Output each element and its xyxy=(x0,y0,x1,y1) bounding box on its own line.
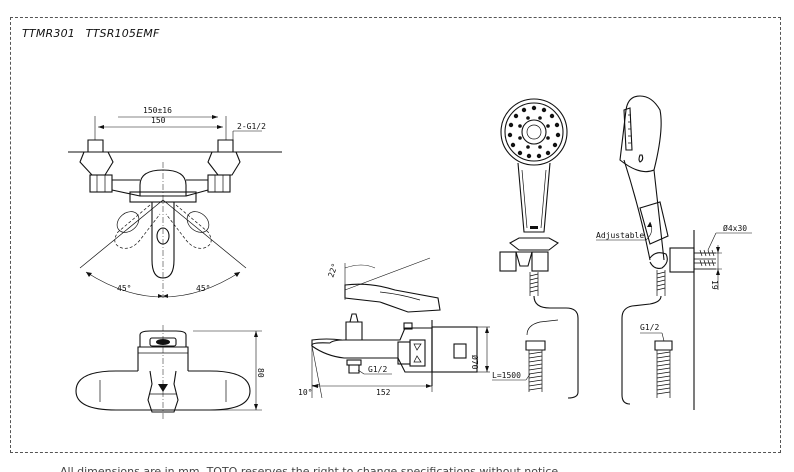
drawing-frame xyxy=(10,17,781,453)
screw-label: Ø4x30 xyxy=(723,223,747,233)
lever-rotated-right xyxy=(165,204,212,249)
outlet-label: G1/2 xyxy=(368,365,387,374)
side-spout xyxy=(311,338,343,346)
side-lever-post xyxy=(345,321,363,340)
front-view: 45° 45° 150±16 150 2-G1/2 xyxy=(68,106,282,298)
hose-loop xyxy=(533,295,579,399)
swing-arc xyxy=(85,271,241,298)
model-number-shower: TTSR105EMF xyxy=(85,27,160,40)
right-flange xyxy=(209,370,251,411)
angle-right-label: 45° xyxy=(196,284,210,293)
left-flange xyxy=(75,370,117,411)
bracket-dim-label: 19 xyxy=(710,280,719,290)
left-nut xyxy=(89,174,113,193)
holder-right-block xyxy=(531,251,549,272)
shower-holder-top xyxy=(509,237,559,251)
body-bar xyxy=(111,179,209,197)
shower-handle-side xyxy=(623,159,665,261)
angle-handle-label: 22° xyxy=(326,262,339,279)
footer-note: All dimensions are in mm. TOTO reserves … xyxy=(60,465,562,472)
nozzle-ring xyxy=(507,105,561,159)
left-inlet-body xyxy=(79,151,114,176)
angle-left-label: 45° xyxy=(117,284,131,293)
side-lever-raised xyxy=(344,283,441,313)
dim-body-label: Ø70 xyxy=(470,355,480,370)
shower-handle xyxy=(517,162,551,233)
holder-side xyxy=(639,201,669,245)
right-inlet-body xyxy=(207,151,241,176)
top-view: 80 xyxy=(75,325,265,420)
hose-lower xyxy=(528,350,543,392)
right-inlet xyxy=(217,139,234,152)
dim-overall-label: 150±16 xyxy=(143,106,172,115)
shower-head-center xyxy=(521,119,547,145)
side-view: 22° G1/2 10° 152 Ø70 xyxy=(298,257,490,399)
top-spout xyxy=(147,370,179,413)
model-numbers: TTMR301 TTSR105EMF xyxy=(22,27,167,40)
shower-head-outer xyxy=(500,98,568,166)
wall-bracket xyxy=(669,247,695,273)
shower-head-side xyxy=(619,95,662,173)
right-nut xyxy=(207,174,231,193)
side-body xyxy=(311,327,433,373)
adjustable-label: Adjustable xyxy=(596,231,644,240)
hose-length-label: L=1500 xyxy=(492,371,521,380)
left-inlet xyxy=(87,139,104,152)
hose-side-loop xyxy=(621,295,662,405)
hose-connection-label: G1/2 xyxy=(640,323,659,332)
holder-left-block xyxy=(499,251,517,272)
angle-spout-label: 10° xyxy=(298,388,312,397)
lever-rotated-left xyxy=(114,204,161,249)
hand-shower-side: Ø4x30 19 Adjustable G1/2 xyxy=(596,95,752,410)
dim-height-label: 80 xyxy=(256,368,265,378)
dim-center-label: 150 xyxy=(151,116,166,125)
dim-length-label: 152 xyxy=(376,388,391,397)
connection-label: 2-G1/2 xyxy=(237,122,266,131)
holder-pivot xyxy=(649,252,668,269)
model-number-faucet: TTMR301 xyxy=(22,27,75,40)
hand-shower-front: L=1500 xyxy=(492,98,579,399)
